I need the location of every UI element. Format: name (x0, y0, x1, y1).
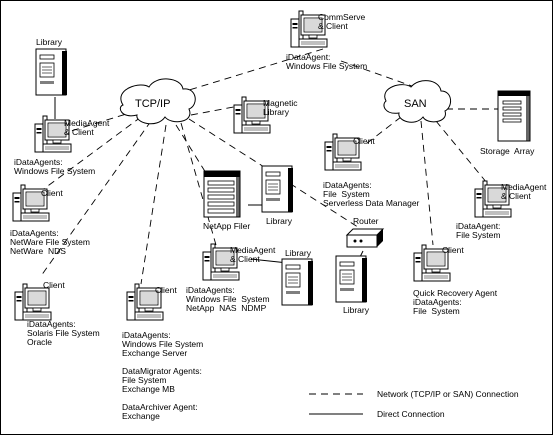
magnetic-library-label: Magnetic Library (263, 98, 298, 117)
storage-array-label: Storage Array (480, 146, 535, 156)
mediaagent-left-title: MediaAgent & Client (64, 118, 110, 137)
client-qr-title: Client (442, 245, 464, 255)
tcpip-network-label: TCP/IP (135, 98, 171, 110)
commserve-title: CommServe & Client (318, 12, 366, 31)
client-exchange-archiver: DataArchiver Agent: Exchange (122, 402, 198, 421)
client-solaris-title: Client (43, 280, 65, 290)
router-label: Router (353, 216, 379, 226)
client-exchange-migrator: DataMigrator Agents: File System Exchang… (122, 366, 202, 394)
client-exchange-title: Client (155, 285, 177, 295)
mediaagent-right-title: MediaAgent & Client (501, 182, 547, 201)
mediaagent-center-title: MediaAgent & Client (230, 245, 276, 264)
legend-network-label: Network (TCP/IP or SAN) Connection (377, 389, 519, 399)
legend (309, 393, 363, 415)
library-topleft-label: Library (36, 37, 62, 47)
cloud-shapes (119, 78, 451, 125)
library-center-label: Library (266, 216, 292, 226)
client-serverless-agents: iDataAgents: File System Serverless Data… (323, 180, 420, 208)
client-netware-agents: iDataAgents: NetWare File System NetWare… (10, 228, 90, 256)
san-network-label: SAN (404, 98, 427, 110)
netapp-filer-label: NetApp Filer (203, 221, 251, 231)
library-router-label: Library (343, 305, 369, 315)
mediaagent-center-agents: iDataAgents: Windows File System NetApp … (186, 285, 270, 313)
device-icons (12, 10, 531, 321)
mediaagent-left-agents: iDataAgents: Windows File System (14, 157, 96, 176)
legend-direct-label: Direct Connection (377, 409, 445, 419)
client-netware-title: Client (41, 188, 63, 198)
commserve-agents: iDataAgent: Windows File System (286, 52, 368, 71)
library-mid-label: Library (285, 248, 311, 258)
client-solaris-agents: iDataAgents: Solaris File System Oracle (27, 319, 100, 347)
client-exchange-agents: iDataAgents: Windows File System Exchang… (122, 330, 204, 358)
client-serverless-title: Client (353, 136, 375, 146)
client-qr-agents: Quick Recovery Agent iDataAgents: File S… (413, 288, 498, 316)
mediaagent-right-agents: iDataAgent: File System (456, 221, 501, 240)
